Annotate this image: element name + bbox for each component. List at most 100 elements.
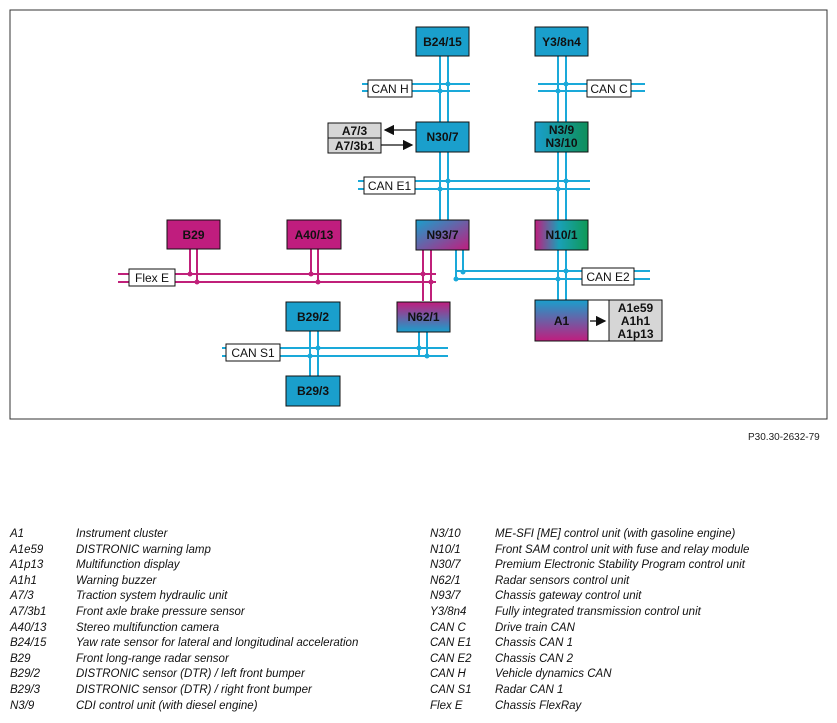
module-b29-label: B29: [182, 228, 204, 242]
legend-description: Instrument cluster: [76, 528, 168, 540]
legend-code: N3/9: [10, 699, 35, 712]
sub-box-a1e59-label: A1e59: [618, 301, 654, 315]
can-s1-label-box: [225, 343, 281, 362]
legend-description: Warning buzzer: [76, 574, 157, 587]
legend-description: Stereo multifunction camera: [76, 621, 220, 634]
legend-code: N30/7: [430, 559, 461, 572]
flex-e-label-box: [128, 268, 176, 287]
can-e2-label-box: [581, 267, 635, 286]
legend-description: Chassis FlexRay: [495, 699, 582, 712]
module-a1-label: A1: [554, 314, 570, 328]
legend-code: B29: [10, 652, 31, 665]
can-c-label-box: [586, 79, 632, 98]
module-n62-1: [396, 301, 451, 333]
module-n10-1: [534, 219, 589, 251]
can-s1-label: CAN S1: [231, 346, 275, 360]
legend-description: Vehicle dynamics CAN: [495, 668, 612, 681]
legend-row: A1h1 Warning buzzer: [10, 574, 358, 590]
sub-box-a1p13-label: A1p13: [617, 327, 653, 341]
module-n93-7: [415, 219, 470, 251]
module-a40-13-label: A40/13: [295, 228, 334, 242]
legend-description: Yaw rate sensor for lateral and longitud…: [76, 637, 359, 650]
legend-description: Front SAM control unit with fuse and rel…: [495, 543, 750, 556]
module-b29: [166, 219, 221, 250]
module-n62-1-label: N62/1: [407, 310, 439, 324]
sub-box-a7-3-label: A7/3: [342, 124, 368, 138]
can-e1-label-box: [363, 176, 416, 195]
legend-row: CAN E1 Chassis CAN 1: [430, 636, 749, 652]
module-n30-7: [415, 121, 470, 153]
legend-code: N93/7: [430, 590, 461, 603]
legend-code: B29/3: [10, 683, 41, 696]
can-h-label-box: [367, 79, 413, 98]
legend-row: B29 Front long-range radar sensor: [10, 652, 358, 668]
legend-row: A1p13 Multifunction display: [10, 558, 358, 574]
legend-description: DISTRONIC sensor (DTR) / left front bump…: [76, 668, 305, 681]
legend-code: A40/13: [10, 621, 47, 634]
can-c-label: CAN C: [590, 82, 628, 96]
legend-description: Chassis CAN 1: [495, 637, 573, 650]
legend-description: Fully integrated transmission control un…: [495, 605, 701, 618]
legend-row: A1e59 DISTRONIC warning lamp: [10, 543, 358, 559]
legend-code: A1h1: [10, 574, 37, 587]
legend-row: N3/9 CDI control unit (with diesel engine…: [10, 699, 358, 715]
legend-row: A1 Instrument cluster: [10, 527, 358, 543]
legend-description: Chassis gateway control unit: [495, 590, 642, 603]
can-e2-label: CAN E2: [586, 270, 630, 284]
legend-description: Front long-range radar sensor: [76, 652, 229, 665]
legend-description: DISTRONIC sensor (DTR) / right front bum…: [76, 683, 312, 696]
legend-code: CAN S1: [430, 683, 472, 696]
legend-code: A1: [10, 528, 25, 540]
module-n3-9-n3-10: [534, 121, 589, 153]
legend-row: CAN H Vehicle dynamics CAN: [430, 667, 749, 683]
module-n3-9-label: N3/9: [549, 123, 575, 137]
figure-reference: P30.30-2632-79: [748, 432, 820, 443]
legend-description: Chassis CAN 2: [495, 652, 573, 665]
legend-code: Flex E: [430, 699, 463, 712]
legend-description: CDI control unit (with diesel engine): [76, 699, 258, 712]
module-a1: [534, 299, 589, 342]
module-b29-2-label: B29/2: [297, 310, 329, 324]
module-b29-3: [285, 375, 341, 407]
sub-box-a1h1-label: A1h1: [621, 314, 651, 328]
legend-code: B29/2: [10, 668, 41, 681]
module-y3-8n4: [534, 26, 589, 57]
legend-description: Drive train CAN: [495, 621, 575, 634]
legend-row: B29/2 DISTRONIC sensor (DTR) / left front…: [10, 667, 358, 683]
module-n3-10-label: N3/10: [545, 136, 577, 150]
legend-code: A7/3: [10, 590, 34, 603]
sub-box-a1-components: [608, 299, 663, 342]
legend-code: A1p13: [10, 559, 44, 572]
legend-row: B24/15 Yaw rate sensor for lateral and lo…: [10, 636, 358, 652]
legend-code: Y3/8n4: [430, 605, 467, 618]
module-b29-2: [285, 301, 341, 332]
sub-box-a7-3b1-label: A7/3b1: [335, 139, 375, 153]
module-b29-3-label: B29/3: [297, 384, 329, 398]
legend-code: A1e59: [10, 543, 44, 556]
legend-row: Flex E Chassis FlexRay: [430, 699, 749, 715]
legend-row: A40/13 Stereo multifunction camera: [10, 621, 358, 637]
module-y3-8n4-label: Y3/8n4: [542, 35, 581, 49]
legend-code: B24/15: [10, 637, 47, 650]
legend-code: CAN H: [430, 668, 466, 681]
legend-description: Radar CAN 1: [495, 683, 564, 696]
module-a40-13: [286, 219, 342, 250]
network-topology-diagram: CAN H CAN C CAN E1 CAN E2 CAN S1 Flex E …: [9, 9, 828, 420]
legend-description: DISTRONIC warning lamp: [76, 543, 211, 556]
legend-row: Y3/8n4 Fully integrated transmission cont…: [430, 605, 749, 621]
can-h-label: CAN H: [371, 82, 408, 96]
module-n30-7-label: N30/7: [426, 130, 458, 144]
module-b24-15: [415, 26, 470, 57]
legend-description: Multifunction display: [76, 559, 180, 572]
can-e1-label: CAN E1: [368, 179, 412, 193]
legend-code: N62/1: [430, 574, 461, 587]
legend-code: CAN E1: [430, 637, 472, 650]
